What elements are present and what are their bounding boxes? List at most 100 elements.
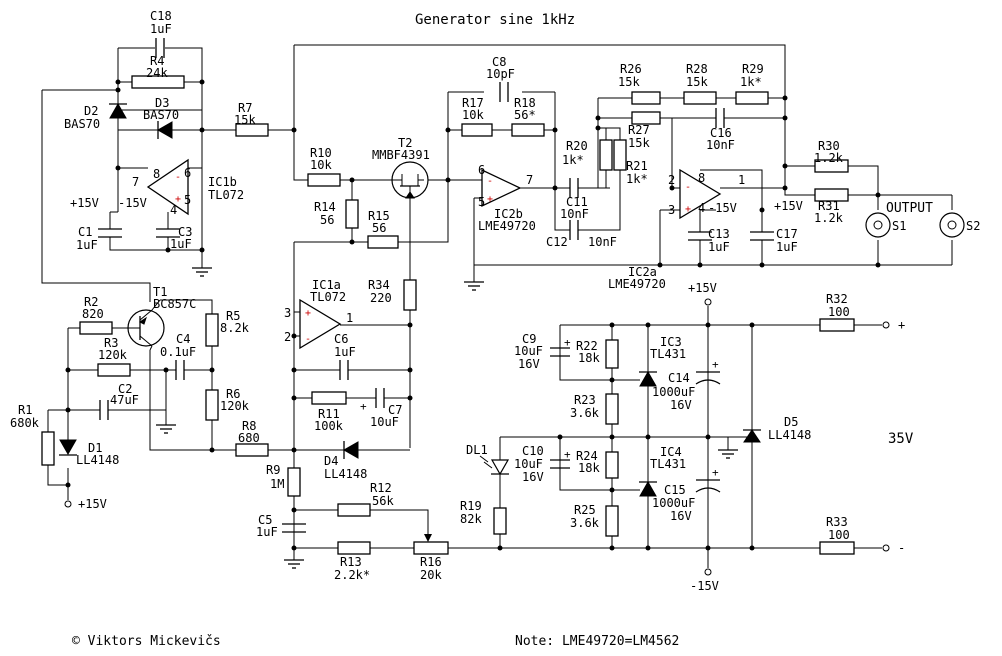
resistor-r22 <box>605 339 619 369</box>
svg-text:-: - <box>487 176 493 187</box>
shunt-regulator-ic4 <box>612 480 657 497</box>
label-c18-ref: C18 <box>150 9 172 23</box>
label-r12-value: 56k <box>372 494 394 508</box>
label-r4-value: 24k <box>146 66 168 80</box>
label-c6-ref: C6 <box>334 332 348 346</box>
label-dl1-ref: DL1 <box>466 443 488 457</box>
diode-d1 <box>59 439 77 456</box>
capacitor-c13 <box>688 231 712 250</box>
label-t2-value: MMBF4391 <box>372 148 430 162</box>
label-c2-ref: C2 <box>118 382 132 396</box>
resistors <box>41 75 855 555</box>
labels: C18 1uF R4 24k D2 BAS70 D3 BAS70 R7 15k … <box>10 9 980 593</box>
label-c15-ref: C15 <box>664 483 686 497</box>
label-r18-ref: R18 <box>514 96 536 110</box>
capacitors: + + + + + <box>98 38 774 533</box>
label-pin: 6 <box>184 166 191 180</box>
label-r7-ref: R7 <box>238 101 252 115</box>
label-r25-ref: R25 <box>574 503 596 517</box>
label-c1-value: 1uF <box>76 238 98 252</box>
label-r15-ref: R15 <box>368 209 390 223</box>
label-pin: 1 <box>346 311 353 325</box>
label-c8-value: 10pF <box>486 67 515 81</box>
label-c13-value: 1uF <box>708 240 730 254</box>
label-t2-ref: T2 <box>398 136 412 150</box>
resistor-r21 <box>613 139 627 171</box>
connectors <box>64 212 965 576</box>
label-terminal-plus: + <box>898 318 905 332</box>
label-ic3-value: TL431 <box>650 347 686 361</box>
label-r26-ref: R26 <box>620 62 642 76</box>
label-r32-value: 100 <box>828 305 850 319</box>
capacitor-c12 <box>566 220 582 240</box>
label-ic1b-ref: IC1b <box>208 175 237 189</box>
svg-text:-: - <box>175 172 181 183</box>
resistor-r8 <box>235 443 269 457</box>
terminal-minus15-bottom <box>704 568 712 576</box>
label-pin: 2 <box>284 330 291 344</box>
label-r34-ref: R34 <box>368 278 390 292</box>
led-dl1 <box>479 455 510 476</box>
label-r2-value: 820 <box>82 307 104 321</box>
label-pin: 7 <box>132 175 139 189</box>
label-c6-value: 1uF <box>334 345 356 359</box>
label-c9-voltage: 16V <box>518 357 540 371</box>
capacitor-c16 <box>712 108 730 128</box>
label-pin: 4 <box>698 201 705 215</box>
label-r1-ref: R1 <box>18 403 32 417</box>
opamp-ic1b <box>146 158 189 216</box>
diode-d3 <box>156 121 173 139</box>
label-r1-value: 680k <box>10 416 40 430</box>
resistor-r11 <box>311 391 347 405</box>
resistor-r32 <box>819 318 855 332</box>
label-ic1a-value: TL072 <box>310 290 346 304</box>
label-r9-value: 1M <box>270 477 284 491</box>
label-r14-ref: R14 <box>314 200 336 214</box>
terminal-plus15-t1 <box>64 500 72 508</box>
resistor-r4 <box>131 75 185 89</box>
label-r4-ref: R4 <box>150 54 164 68</box>
label-r6-value: 120k <box>220 399 250 413</box>
diode-d2 <box>109 102 127 119</box>
svg-text:+: + <box>564 448 571 461</box>
label-r20-ref: R20 <box>566 139 588 153</box>
label-rail-plus15-t1: +15V <box>78 497 107 511</box>
label-c2-value: 47uF <box>110 393 139 407</box>
capacitor-c3 <box>156 228 180 238</box>
svg-text:+: + <box>564 336 571 349</box>
label-r7-value: 15k <box>234 113 256 127</box>
label-pin: 3 <box>284 306 291 320</box>
label-c14-value: 1000uF <box>652 385 695 399</box>
label-c4-ref: C4 <box>176 332 190 346</box>
capacitor-c11 <box>565 178 585 198</box>
label-r19-value: 82k <box>460 512 482 526</box>
resistor-r15 <box>367 235 399 249</box>
label-c3-value: 1uF <box>170 237 192 251</box>
supply-voltage-label: 35V <box>888 431 914 447</box>
label-c18-value: 1uF <box>150 22 172 36</box>
label-pin: 5 <box>478 195 485 209</box>
label-r34-value: 220 <box>370 291 392 305</box>
label-c15-value: 1000uF <box>652 496 695 510</box>
resistor-r29 <box>735 91 769 105</box>
label-r8-ref: R8 <box>242 419 256 433</box>
label-r33-ref: R33 <box>826 515 848 529</box>
resistor-r6 <box>205 389 219 421</box>
capacitor-c17 <box>750 231 774 250</box>
label-s1: S1 <box>892 219 906 233</box>
label-c10-value: 10uF <box>514 457 543 471</box>
label-c4-value: 0.1uF <box>160 345 196 359</box>
opamp-ic1a <box>299 298 342 350</box>
label-r30-value: 1.2k <box>814 151 844 165</box>
label-r12-ref: R12 <box>370 481 392 495</box>
opamps: - + + - - + - + <box>146 158 722 350</box>
terminal-plus <box>882 321 890 329</box>
label-c8-ref: C8 <box>492 55 506 69</box>
label-c1-ref: C1 <box>78 225 92 239</box>
label-r26-value: 15k <box>618 75 640 89</box>
label-pin: 6 <box>478 163 485 177</box>
resistor-r17 <box>461 123 493 137</box>
label-d1-value: LL4148 <box>76 453 119 467</box>
resistor-r16 <box>413 541 449 555</box>
diodes <box>59 102 761 497</box>
